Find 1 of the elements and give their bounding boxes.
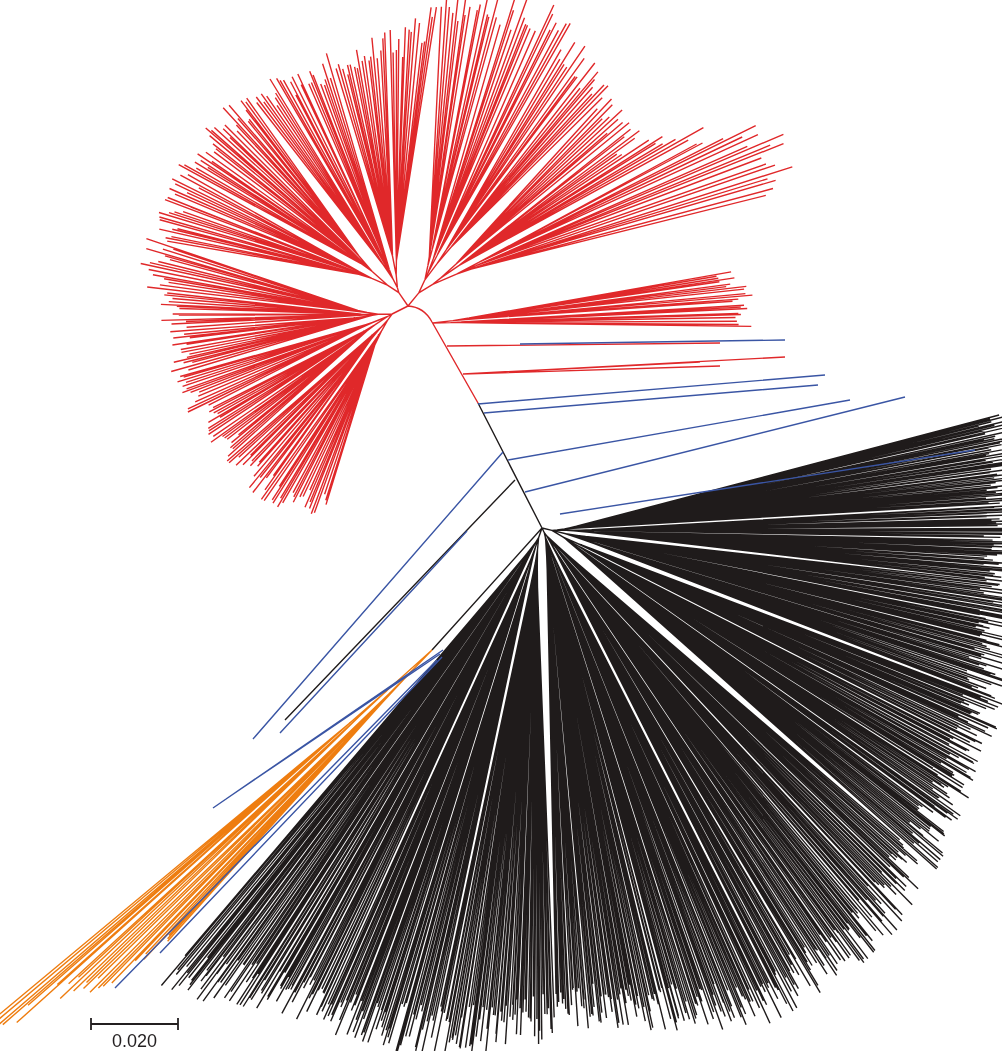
scale-bar-label: 0.020	[112, 1031, 158, 1051]
